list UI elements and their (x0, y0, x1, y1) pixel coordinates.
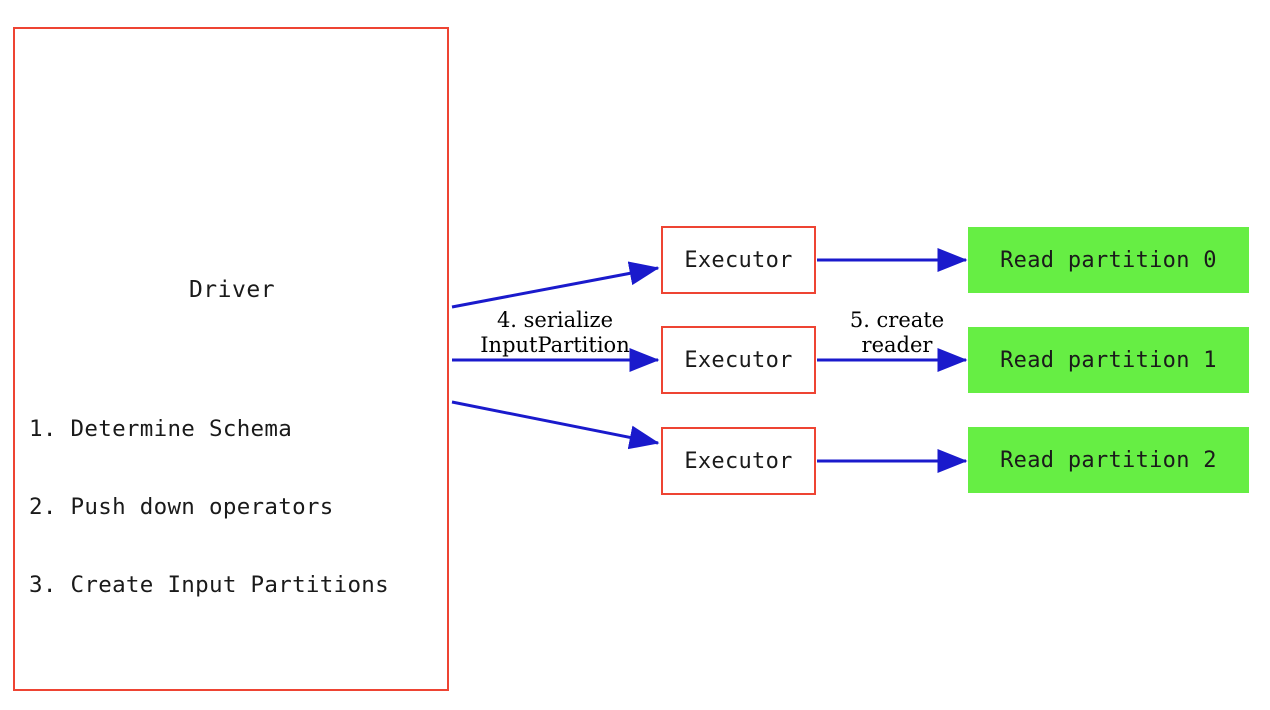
edge-label-serialize-input-partition: 4. serialize InputPartition (455, 308, 655, 358)
partition-label-1: Read partition 1 (1000, 347, 1217, 373)
driver-step-1: 1. Determine Schema (29, 416, 293, 442)
edge-label-serialize-line-1: 4. serialize (496, 308, 614, 332)
partition-box-0: Read partition 0 (968, 227, 1249, 293)
partition-label-2: Read partition 2 (1000, 447, 1217, 473)
driver-step-2: 2. Push down operators (29, 494, 334, 520)
executor-box-1: Executor (661, 326, 816, 394)
driver-title: Driver (188, 277, 276, 303)
edge-label-create-line-2: reader (861, 333, 933, 357)
partition-box-2: Read partition 2 (968, 427, 1249, 493)
executor-label-0: Executor (684, 247, 793, 273)
arrow-driver-to-executor-0 (451, 261, 660, 309)
executor-box-0: Executor (661, 226, 816, 294)
driver-box (13, 27, 449, 691)
partition-box-1: Read partition 1 (968, 327, 1249, 393)
executor-box-2: Executor (661, 427, 816, 495)
partition-label-0: Read partition 0 (1000, 247, 1217, 273)
executor-label-2: Executor (684, 448, 793, 474)
arrow-driver-to-executor-2 (451, 400, 660, 450)
edge-label-create-line-1: 5. create (849, 308, 945, 332)
driver-step-3: 3. Create Input Partitions (29, 572, 389, 598)
driver-steps-list: 1. Determine Schema 2. Push down operato… (29, 364, 389, 650)
executor-label-1: Executor (684, 347, 793, 373)
edge-label-create-reader: 5. create reader (823, 308, 971, 358)
edge-label-serialize-line-2: InputPartition (480, 333, 630, 357)
